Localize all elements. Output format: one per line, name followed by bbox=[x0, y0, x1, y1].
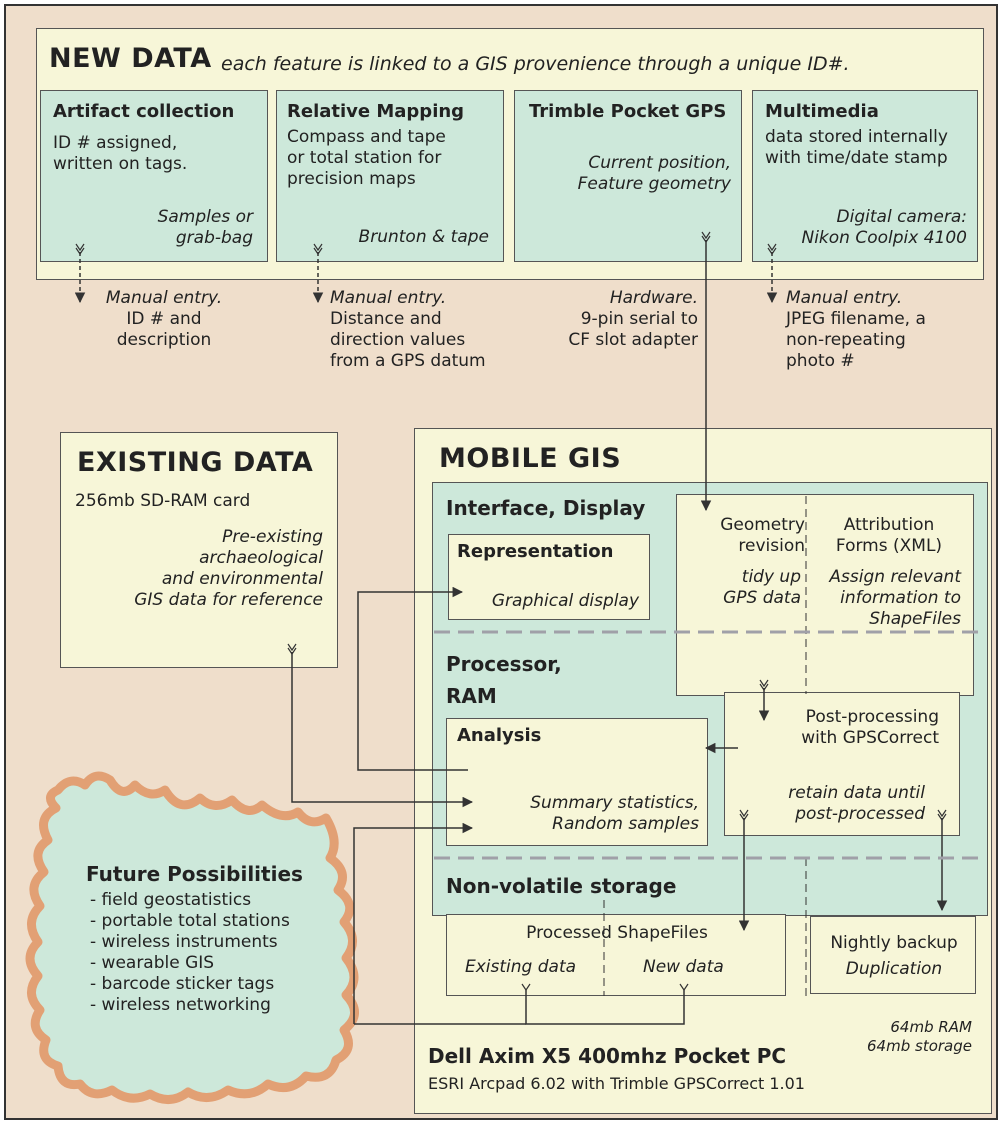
device-name: Dell Axim X5 400mhz Pocket PC bbox=[428, 1044, 787, 1068]
source-tool: Brunton & tape bbox=[358, 227, 489, 247]
entry-hardware: Hardware. 9-pin serial to CF slot adapte… bbox=[540, 288, 698, 351]
entry-lead: Hardware. bbox=[609, 288, 698, 308]
entry-text: JPEG filename, a non-repeating photo # bbox=[786, 309, 926, 371]
entry-lead: Manual entry. bbox=[786, 288, 903, 308]
entry-text: 9-pin serial to CF slot adapter bbox=[568, 309, 698, 350]
entry-mapping: Manual entry. Distance and direction val… bbox=[330, 288, 510, 372]
future-item: - portable total stations bbox=[90, 911, 290, 931]
attribution-note: Assign relevant information to ShapeFile… bbox=[829, 567, 961, 629]
processed-shapefiles-box: Processed ShapeFiles Existing data New d… bbox=[446, 914, 786, 996]
existing-data-desc: Pre-existing archaeological and environm… bbox=[134, 527, 323, 610]
source-tool: Digital camera: Nikon Coolpix 4100 bbox=[801, 207, 967, 248]
source-title: Artifact collection bbox=[53, 101, 235, 122]
existing-data-subtitle: 256mb SD-RAM card bbox=[75, 491, 251, 511]
analysis-box: Analysis Summary statistics, Random samp… bbox=[446, 718, 708, 846]
existing-data-panel: EXISTING DATA 256mb SD-RAM card Pre-exis… bbox=[60, 432, 338, 668]
backup-duplication: Duplication bbox=[845, 959, 943, 979]
geometry-revision: Geometry revision bbox=[720, 515, 805, 556]
entry-multimedia: Manual entry. JPEG filename, a non-repea… bbox=[786, 288, 976, 372]
future-item: - wearable GIS bbox=[90, 953, 215, 973]
source-desc: ID # assigned, written on tags. bbox=[53, 133, 188, 174]
source-title: Trimble Pocket GPS bbox=[529, 101, 727, 122]
future-title: Future Possibilities bbox=[86, 862, 303, 886]
existing-data-title: EXISTING DATA bbox=[77, 447, 314, 478]
entry-text: ID # and description bbox=[116, 309, 212, 350]
nightly-backup-label: Nightly backup bbox=[830, 933, 958, 953]
new-data-subtitle: each feature is linked to a GIS provenie… bbox=[221, 53, 850, 75]
processed-shapefiles-label: Processed ShapeFiles bbox=[526, 923, 708, 943]
storage-title: Non-volatile storage bbox=[446, 874, 677, 898]
analysis-title: Analysis bbox=[457, 725, 542, 746]
geometry-attribution-box: Geometry revision tidy up GPS data Attri… bbox=[676, 494, 974, 696]
postprocessing-label: Post-processing with GPSCorrect bbox=[801, 707, 939, 748]
source-title: Multimedia bbox=[765, 101, 879, 122]
future-possibilities: Future Possibilities - field geostatisti… bbox=[86, 862, 303, 1016]
source-tool: Samples or grab-bag bbox=[157, 207, 253, 248]
representation-desc: Graphical display bbox=[491, 591, 639, 611]
source-trimble-gps: Trimble Pocket GPS Current position, Fea… bbox=[514, 90, 742, 262]
source-desc: Compass and tape or total station for pr… bbox=[287, 127, 446, 189]
analysis-desc: Summary statistics, Random samples bbox=[530, 793, 699, 834]
source-relative-mapping: Relative Mapping Compass and tape or tot… bbox=[276, 90, 504, 262]
source-desc: data stored internally with time/date st… bbox=[765, 127, 948, 168]
source-desc: Current position, Feature geometry bbox=[577, 153, 731, 194]
future-item: - wireless networking bbox=[90, 995, 271, 1015]
entry-lead: Manual entry. bbox=[330, 288, 447, 308]
postprocessing-note: retain data until post-processed bbox=[788, 783, 925, 824]
storage-new-data: New data bbox=[643, 957, 724, 977]
source-artifact-collection: Artifact collection ID # assigned, writt… bbox=[40, 90, 268, 262]
representation-box: Representation Graphical display bbox=[448, 534, 650, 620]
future-item: - barcode sticker tags bbox=[90, 974, 275, 994]
future-item: - field geostatistics bbox=[90, 890, 252, 910]
geometry-note: tidy up GPS data bbox=[723, 567, 801, 608]
representation-title: Representation bbox=[457, 541, 614, 562]
source-multimedia: Multimedia data stored internally with t… bbox=[752, 90, 978, 262]
processor-title: Processor, RAM bbox=[446, 652, 562, 708]
device-memory: 64mb RAM 64mb storage bbox=[867, 1018, 972, 1055]
new-data-title: NEW DATA bbox=[49, 43, 212, 74]
entry-lead: Manual entry. bbox=[105, 288, 223, 308]
entry-text: Distance and direction values from a GPS… bbox=[330, 309, 486, 371]
interface-title: Interface, Display bbox=[446, 496, 646, 520]
attribution-forms: Attribution Forms (XML) bbox=[835, 515, 943, 556]
mobile-gis-title: MOBILE GIS bbox=[439, 443, 622, 474]
nightly-backup-box: Nightly backup Duplication bbox=[810, 916, 976, 994]
storage-existing-data: Existing data bbox=[465, 957, 577, 977]
entry-artifact: Manual entry. ID # and description bbox=[84, 288, 244, 351]
device-software: ESRI Arcpad 6.02 with Trimble GPSCorrect… bbox=[428, 1074, 805, 1093]
postprocessing-box: Post-processing with GPSCorrect retain d… bbox=[724, 692, 960, 836]
future-item: - wireless instruments bbox=[90, 932, 278, 952]
source-title: Relative Mapping bbox=[287, 101, 465, 122]
